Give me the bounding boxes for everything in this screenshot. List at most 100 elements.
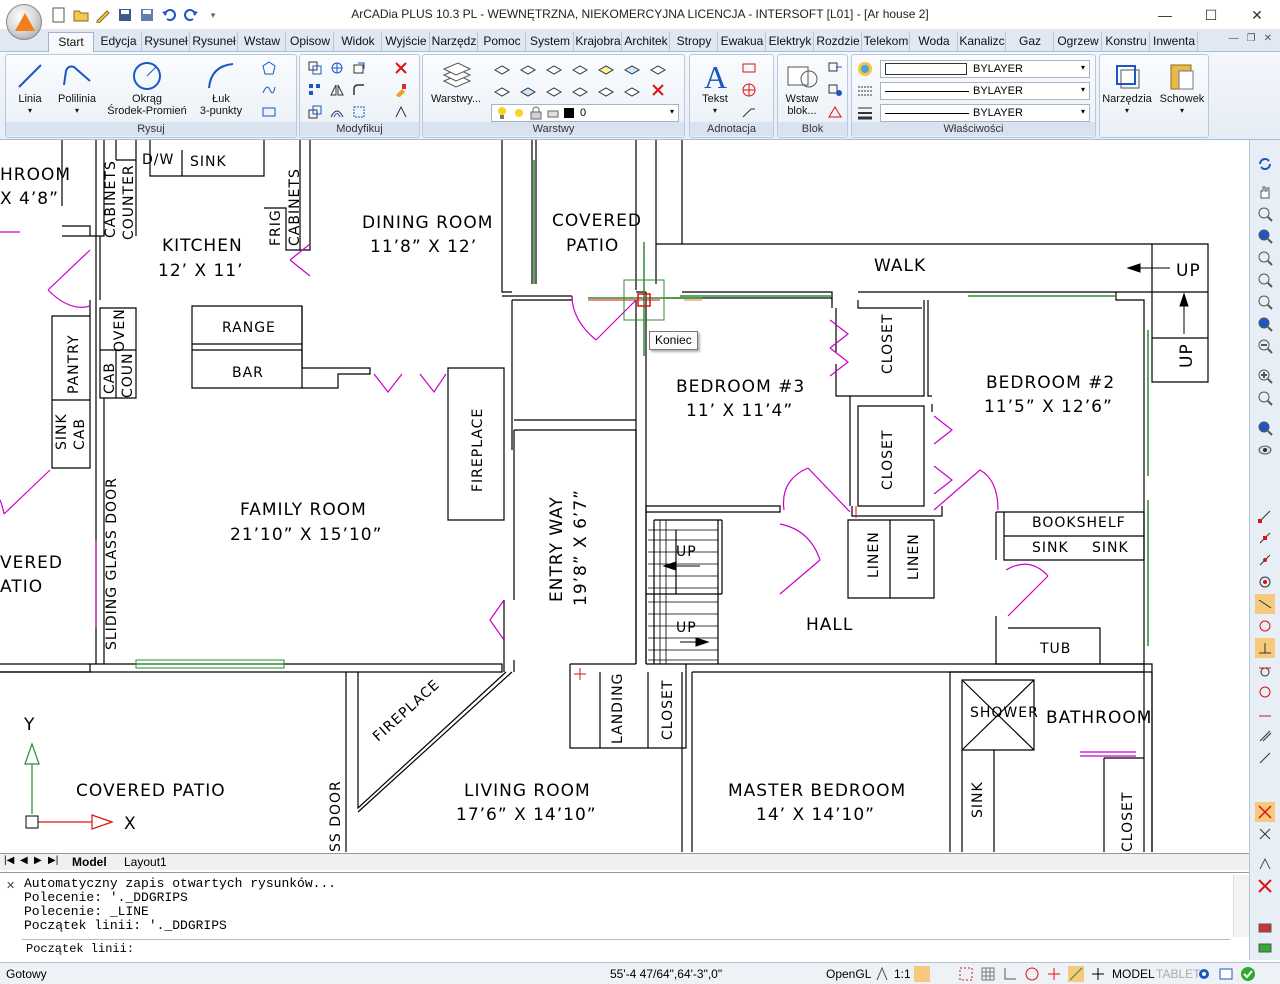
- prev-layout-icon[interactable]: ◀: [20, 855, 28, 866]
- line-button[interactable]: Linia ▾: [10, 59, 50, 117]
- scale-icon[interactable]: [306, 103, 324, 121]
- app-menu-button[interactable]: [6, 4, 42, 40]
- layer-select[interactable]: 0 ▾: [491, 104, 679, 122]
- layer-tool-2-icon[interactable]: [519, 59, 537, 77]
- close-button[interactable]: ✕: [1251, 6, 1263, 23]
- layer-tool-11-icon[interactable]: [571, 81, 589, 99]
- tab-ogrzewanie[interactable]: Ogrzew: [1055, 32, 1102, 52]
- tab-narzedzia[interactable]: Narzędz: [431, 32, 478, 52]
- rotate-icon[interactable]: [350, 59, 368, 77]
- snap-nearest-icon[interactable]: [1255, 594, 1275, 614]
- snap-tangent-icon[interactable]: [1255, 660, 1275, 680]
- new-file-icon[interactable]: [50, 6, 68, 24]
- ortho-mode-icon[interactable]: [1002, 966, 1018, 982]
- snap-off-icon[interactable]: [1255, 876, 1275, 896]
- command-input[interactable]: Początek linii:: [22, 939, 1230, 957]
- zoom-scale-icon[interactable]: [1255, 270, 1275, 290]
- grid-mode-icon[interactable]: [980, 966, 996, 982]
- check-icon[interactable]: [1240, 966, 1256, 982]
- snap-endpoint-icon[interactable]: [1255, 506, 1275, 526]
- snap-node-icon[interactable]: [1255, 550, 1275, 570]
- clipboard-button[interactable]: Schowek ▾: [1156, 59, 1208, 117]
- save-icon[interactable]: [116, 6, 134, 24]
- snap-mode-icon[interactable]: [958, 966, 974, 982]
- fillet-icon[interactable]: [350, 81, 368, 99]
- layer-tool-6-icon[interactable]: [623, 59, 641, 77]
- zoom-in-icon[interactable]: [1255, 366, 1275, 386]
- tab-rysunek-2[interactable]: Rysuneł: [191, 32, 238, 52]
- copy-icon[interactable]: [306, 59, 324, 77]
- layer-tool-7-icon[interactable]: [649, 59, 667, 77]
- tablet-toggle[interactable]: TABLET: [1156, 967, 1201, 981]
- tab-wstaw[interactable]: Wstaw: [239, 32, 286, 52]
- offset-icon[interactable]: [328, 103, 346, 121]
- tab-woda[interactable]: Woda: [911, 32, 958, 52]
- stretch-icon[interactable]: [350, 103, 368, 121]
- color-select[interactable]: BYLAYER ▾: [880, 60, 1090, 78]
- snap-parallel-icon[interactable]: [1255, 726, 1275, 746]
- ribbon-restore-icon[interactable]: ❐: [1246, 33, 1256, 44]
- move-icon[interactable]: [328, 59, 346, 77]
- erase-icon[interactable]: [392, 59, 410, 77]
- circle-button[interactable]: Okrąg Środek-Promień: [98, 59, 196, 117]
- redo-icon[interactable]: [182, 6, 200, 24]
- annotation-scale-icon[interactable]: [874, 966, 890, 982]
- tab-krajobraz[interactable]: Krajobra: [575, 32, 622, 52]
- block-editor-icon[interactable]: [826, 81, 844, 99]
- pan-hand-icon[interactable]: [1255, 182, 1275, 202]
- maximize-button[interactable]: ☐: [1204, 6, 1218, 23]
- opengl-indicator[interactable]: OpenGL: [826, 967, 872, 981]
- object-snap-icon[interactable]: [1046, 966, 1062, 982]
- tab-rysunek-1[interactable]: Rysuneł: [143, 32, 190, 52]
- snap-quadrant-icon[interactable]: [1255, 616, 1275, 636]
- annotation-scale[interactable]: 1:1: [894, 967, 911, 981]
- dimension-icon[interactable]: [740, 59, 758, 77]
- open-file-icon[interactable]: [72, 6, 90, 24]
- snap-extension-icon[interactable]: [1255, 704, 1275, 724]
- snap-perpendicular-icon[interactable]: [1255, 638, 1275, 658]
- snap-apparent-icon[interactable]: [1255, 748, 1275, 768]
- window-layout-icon[interactable]: [1218, 966, 1234, 982]
- ribbon-minimize-icon[interactable]: —: [1228, 33, 1239, 44]
- layers-button[interactable]: Warstwy...: [425, 59, 487, 105]
- last-layout-icon[interactable]: ▶|: [48, 855, 59, 866]
- snap-settings-icon[interactable]: [1255, 854, 1275, 874]
- zoom-window-icon[interactable]: [1255, 226, 1275, 246]
- snap-center-icon[interactable]: [1255, 572, 1275, 592]
- zoom-extents-icon[interactable]: [1255, 388, 1275, 408]
- spline-icon[interactable]: [260, 81, 278, 99]
- panel-tool-2-icon[interactable]: [1255, 938, 1275, 958]
- polygon-icon[interactable]: [260, 59, 278, 77]
- layer-tool-4-icon[interactable]: [571, 59, 589, 77]
- tab-inwentaryzacja[interactable]: Inwenta: [1151, 32, 1198, 52]
- first-layout-icon[interactable]: |◀: [4, 855, 15, 866]
- snap-intersection-icon[interactable]: [1255, 802, 1275, 822]
- layer-tool-9-icon[interactable]: [519, 81, 537, 99]
- view-icon[interactable]: [1255, 440, 1275, 460]
- match-properties-icon[interactable]: [392, 81, 410, 99]
- layer-tool-12-icon[interactable]: [597, 81, 615, 99]
- layer-tool-8-icon[interactable]: [493, 81, 511, 99]
- tab-rozdzielnice[interactable]: Rozdzie: [815, 32, 862, 52]
- tab-system[interactable]: System: [527, 32, 574, 52]
- zoom-out-icon[interactable]: [1255, 336, 1275, 356]
- tab-model[interactable]: Model: [72, 855, 107, 869]
- pen-icon[interactable]: [94, 6, 112, 24]
- lineweight-icon[interactable]: [856, 104, 874, 122]
- minimize-button[interactable]: —: [1158, 7, 1172, 23]
- tab-ewakuacja[interactable]: Ewakua: [719, 32, 766, 52]
- text-button[interactable]: A Tekst ▾: [694, 59, 736, 117]
- tab-wyjscie[interactable]: Wyjście: [383, 32, 430, 52]
- dynamic-input-icon[interactable]: [1090, 966, 1106, 982]
- annotation-visibility-icon[interactable]: [914, 966, 930, 982]
- center-mark-icon[interactable]: [740, 81, 758, 99]
- layer-tool-10-icon[interactable]: [545, 81, 563, 99]
- rectangle-icon[interactable]: [260, 103, 278, 121]
- layer-tool-3-icon[interactable]: [545, 59, 563, 77]
- model-space-toggle[interactable]: MODEL: [1112, 967, 1155, 981]
- linetype-icon[interactable]: [856, 82, 874, 100]
- snap-clear-icon[interactable]: [1255, 824, 1275, 844]
- save-as-icon[interactable]: [138, 6, 156, 24]
- command-scrollbar[interactable]: [1233, 875, 1249, 937]
- close-icon[interactable]: ✕: [6, 880, 16, 892]
